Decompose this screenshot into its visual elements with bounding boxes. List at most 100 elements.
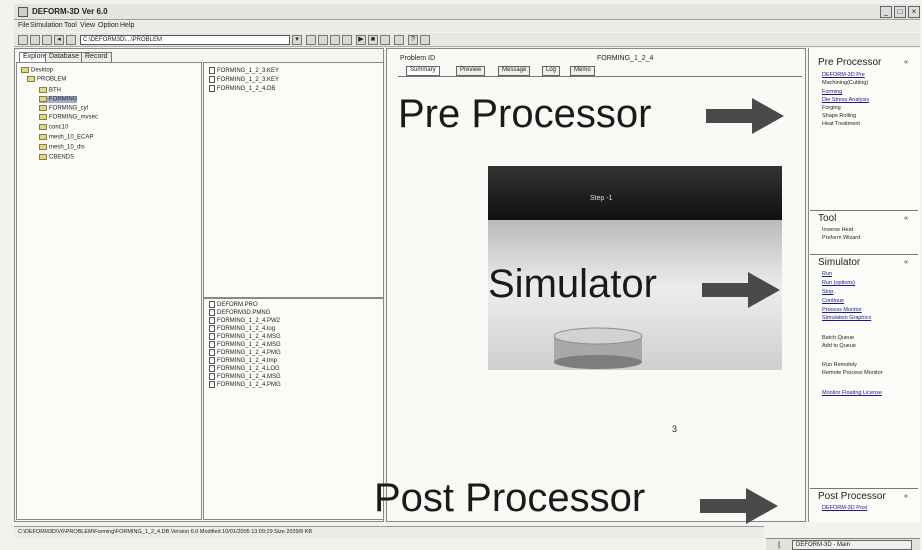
run-icon[interactable]: ▶ (356, 35, 366, 45)
list-item[interactable]: FORMING_1_2_4.LOG (209, 365, 280, 372)
file-icon (209, 317, 215, 324)
dropdown-icon[interactable]: ▾ (292, 35, 302, 45)
tree-item-problem[interactable]: PROBLEM (27, 76, 66, 83)
link-die-stress[interactable]: Die Stress Analysis (822, 97, 870, 103)
maximize-icon[interactable]: □ (894, 6, 906, 18)
taskbar-item[interactable]: DEFORM-3D - Main (792, 540, 912, 550)
save-icon[interactable] (42, 35, 52, 45)
arrow-right-icon (706, 98, 784, 134)
link-forging[interactable]: Forging (822, 105, 841, 111)
menu-help[interactable]: Help (120, 22, 135, 29)
settings-icon[interactable] (394, 35, 404, 45)
link-heat-treatment[interactable]: Heat Treatment (822, 121, 860, 127)
list-item[interactable]: FORMING_1_2_4.MSG (209, 333, 281, 340)
link-batch-queue[interactable]: Batch Queue (822, 335, 855, 341)
tree-root[interactable]: Desktop (21, 67, 53, 74)
link-run[interactable]: Run (822, 271, 833, 277)
monitor-icon[interactable] (380, 35, 390, 45)
link-inverse-heat[interactable]: Inverse Heat (822, 227, 854, 233)
list-item[interactable]: FORMING_1_2_4.PW2 (209, 317, 280, 324)
status-bar: C:\DEFORM3D\V6\PROBLEM\Forming\FORMING_1… (14, 526, 764, 538)
tree-item-bth[interactable]: BTH (39, 87, 61, 94)
tab-log[interactable]: Log (542, 66, 561, 76)
link-stop[interactable]: Stop (822, 289, 834, 295)
file-list-top[interactable]: FORMING_1_2_3.KEY FORMING_1_2_3.KEY FORM… (203, 62, 384, 298)
link-continue[interactable]: Continue (822, 298, 845, 304)
view-icon[interactable] (306, 35, 316, 45)
file-icon (209, 325, 215, 332)
open-icon[interactable] (30, 35, 40, 45)
list-item[interactable]: FORMING_1_2_3.KEY (209, 67, 279, 74)
link-deform-post[interactable]: DEFORM-3D Post (822, 505, 868, 511)
list-item[interactable]: FORMING_1_2_3.KEY (209, 76, 279, 83)
list-item[interactable]: DEFORM.PRO (209, 301, 258, 308)
launcher-panel (808, 48, 920, 522)
menu-view[interactable]: View (80, 22, 96, 29)
link-simulation-graphics[interactable]: Simulation Graphics (822, 315, 872, 321)
list-item[interactable]: FORMING_1_2_4.MSG (209, 373, 281, 380)
app-icon (18, 7, 28, 17)
tree-item-conc10[interactable]: conc10 (39, 124, 68, 131)
refresh-icon[interactable] (330, 35, 340, 45)
link-shape-rolling[interactable]: Shape Rolling (822, 113, 857, 119)
new-icon[interactable] (18, 35, 28, 45)
link-machining[interactable]: Machining(Cutting) (822, 80, 869, 86)
tree-item-forming[interactable]: FORMING (39, 96, 78, 103)
collapse-icon[interactable]: « (904, 493, 908, 500)
list-item[interactable]: FORMING_1_2_4.MSG (209, 341, 281, 348)
help-icon[interactable]: ? (408, 35, 418, 45)
path-combo[interactable]: C:\DEFORM3D\...\PROBLEM (80, 35, 290, 45)
directory-tree[interactable]: Desktop PROBLEM BTH FORMING FORMING_cyl … (16, 62, 202, 520)
link-deform-pre[interactable]: DEFORM-3D Pre (822, 72, 865, 78)
tree-item-forming-cyl[interactable]: FORMING_cyl (39, 105, 88, 112)
folder-icon (39, 134, 47, 140)
stop-icon[interactable]: ■ (368, 35, 378, 45)
link-run-remotely[interactable]: Run Remotely (822, 362, 857, 368)
menu-simulation[interactable]: Simulation (30, 22, 63, 29)
tree-item-mesh-ecap[interactable]: mesh_10_ECAP (39, 134, 93, 141)
list-item[interactable]: DEFORM3D.PMNG (209, 309, 270, 316)
link-run-options[interactable]: Run (options) (822, 280, 856, 286)
tree-item-forming-mvsec[interactable]: FORMING_mvsec (39, 114, 98, 121)
post-processor-callout: Post Processor (374, 476, 646, 520)
collapse-icon[interactable]: « (904, 215, 908, 222)
menu-option[interactable]: Option (98, 22, 119, 29)
center-tabs: Summary Preview Message Log Memo (398, 66, 798, 76)
list-item[interactable]: FORMING_1_2_4.tmp (209, 357, 277, 364)
close-icon[interactable]: × (908, 6, 920, 18)
up-folder-icon[interactable] (66, 35, 76, 45)
copy-icon[interactable] (318, 35, 328, 45)
list-item[interactable]: FORMING_1_2_4.DB (209, 85, 275, 92)
about-icon[interactable] (420, 35, 430, 45)
folder-icon (39, 105, 47, 111)
list-item[interactable]: FORMING_1_2_4.PMG (209, 349, 281, 356)
list-item[interactable]: FORMING_1_2_4.log (209, 325, 275, 332)
folder-icon (39, 144, 47, 150)
pre-processor-heading: Pre Processor (818, 57, 882, 68)
tab-database[interactable]: Database (45, 52, 83, 62)
link-remote-monitor[interactable]: Remote Process Monitor (822, 370, 883, 376)
link-forming[interactable]: Forming (822, 89, 843, 95)
tab-message[interactable]: Message (498, 66, 531, 76)
menu-file[interactable]: File (18, 22, 30, 29)
tab-summary[interactable]: Summary (406, 66, 440, 76)
arrow-right-icon (702, 272, 780, 308)
collapse-icon[interactable]: « (904, 59, 908, 66)
tab-record[interactable]: Record (81, 52, 112, 62)
folder-icon (39, 87, 47, 93)
tree-item-mesh-dis[interactable]: mesh_10_dis (39, 144, 85, 151)
link-process-monitor[interactable]: Process Monitor (822, 307, 862, 313)
tab-memo[interactable]: Memo (570, 66, 595, 76)
link-preform-wizard[interactable]: Preform Wizard (822, 235, 861, 241)
link-floating-license[interactable]: Monitor Floating License (822, 390, 882, 396)
minimize-icon[interactable]: _ (880, 6, 892, 18)
search-icon[interactable] (342, 35, 352, 45)
tree-item-cbends[interactable]: CBENDS (39, 154, 74, 161)
link-add-to-queue[interactable]: Add to Queue (822, 343, 856, 349)
file-list-bottom[interactable]: DEFORM.PRO DEFORM3D.PMNG FORMING_1_2_4.P… (203, 298, 384, 520)
tab-preview[interactable]: Preview (456, 66, 486, 76)
collapse-icon[interactable]: « (904, 259, 908, 266)
list-item[interactable]: FORMING_1_2_4.PMG (209, 381, 281, 388)
back-icon[interactable]: ◂ (54, 35, 64, 45)
menu-tool[interactable]: Tool (64, 22, 77, 29)
